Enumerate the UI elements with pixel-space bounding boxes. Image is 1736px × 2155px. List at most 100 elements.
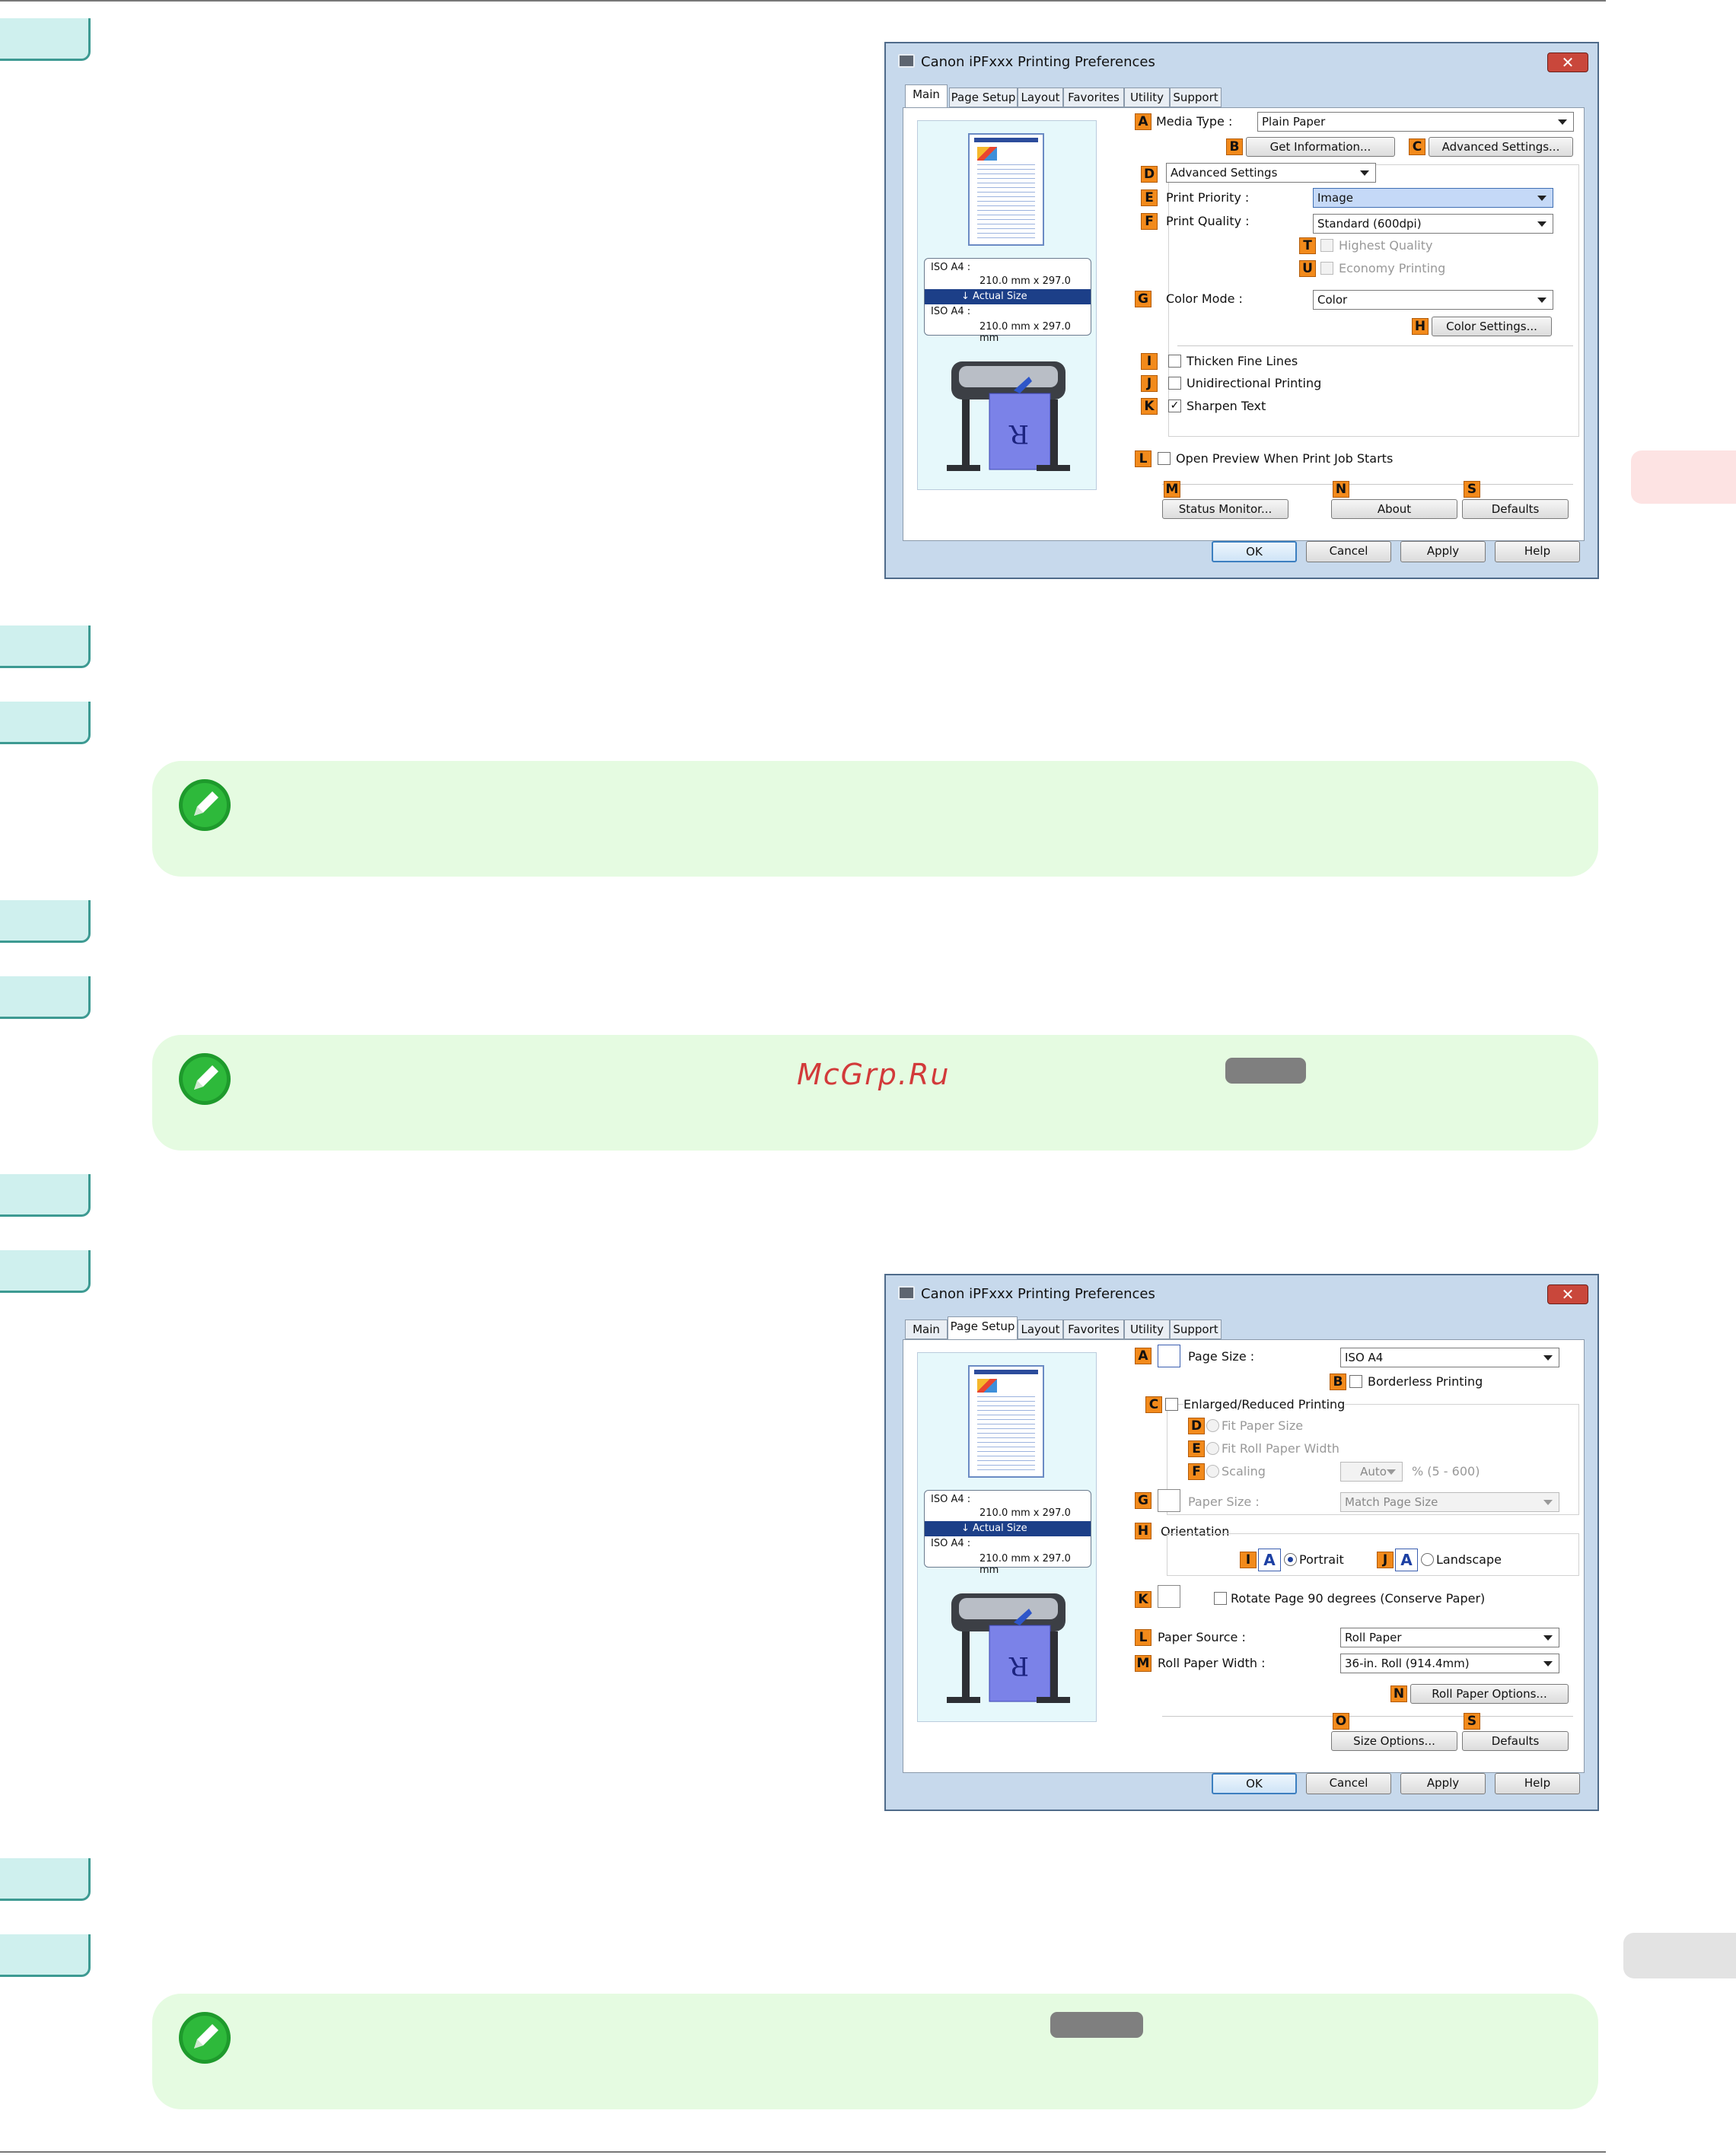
paper-size-select[interactable]: Match Page Size	[1340, 1492, 1559, 1512]
step-marker	[0, 976, 91, 1019]
orientation-label: Orientation	[1161, 1524, 1230, 1539]
pencil-note-icon	[179, 779, 231, 831]
get-information-button[interactable]: Get Information...	[1246, 137, 1395, 157]
tab-page-setup[interactable]: Page Setup	[948, 1316, 1018, 1340]
sharpen-text-checkbox[interactable]: ✓	[1168, 399, 1181, 412]
watermark: McGrp.Ru	[797, 1058, 951, 1091]
rotate-page-checkbox[interactable]	[1214, 1592, 1227, 1605]
print-priority-select[interactable]: Image	[1313, 188, 1553, 208]
tab-utility[interactable]: Utility	[1124, 1319, 1170, 1339]
landscape-label: Landscape	[1436, 1552, 1502, 1567]
page-size-icon	[1158, 1345, 1180, 1367]
scaling-spinner[interactable]: Auto	[1340, 1462, 1403, 1482]
color-settings-button[interactable]: Color Settings...	[1432, 317, 1552, 336]
callout-g: G	[1135, 291, 1151, 307]
help-button[interactable]: Help	[1495, 1773, 1580, 1794]
color-mode-select[interactable]: Color	[1313, 290, 1553, 310]
tab-layout[interactable]: Layout	[1018, 1319, 1063, 1339]
page-size-select[interactable]: ISO A4	[1340, 1348, 1559, 1367]
defaults-button[interactable]: Defaults	[1462, 499, 1569, 519]
size-info-box: ISO A4 : 210.0 mm x 297.0 mm ↓ Actual Si…	[924, 1490, 1091, 1576]
advanced-settings-button[interactable]: Advanced Settings...	[1429, 137, 1573, 157]
borderless-printing-checkbox[interactable]	[1349, 1375, 1362, 1388]
tab-page-setup[interactable]: Page Setup	[949, 88, 1018, 107]
defaults-button[interactable]: Defaults	[1462, 1731, 1569, 1751]
tab-main[interactable]: Main	[905, 1319, 948, 1339]
callout-u: U	[1299, 260, 1316, 277]
landscape-radio[interactable]	[1421, 1553, 1434, 1566]
note-box	[152, 761, 1598, 877]
ok-button[interactable]: OK	[1212, 1773, 1297, 1794]
separator	[1162, 484, 1573, 485]
tab-main[interactable]: Main	[905, 84, 948, 108]
roll-paper-options-button[interactable]: Roll Paper Options...	[1410, 1684, 1569, 1704]
tab-support[interactable]: Support	[1170, 1319, 1222, 1339]
media-type-select[interactable]: Plain Paper	[1257, 112, 1574, 132]
apply-button[interactable]: Apply	[1400, 1773, 1486, 1794]
thicken-fine-lines-checkbox[interactable]	[1168, 355, 1181, 368]
bottom-rule	[0, 2151, 1606, 2153]
actual-size-bar: ↓ Actual Size	[925, 1521, 1091, 1536]
open-preview-checkbox[interactable]	[1158, 452, 1171, 465]
enlarged-printing-checkbox[interactable]	[1165, 1398, 1178, 1411]
help-button[interactable]: Help	[1495, 541, 1580, 562]
color-mode-label: Color Mode :	[1166, 291, 1243, 306]
tab-layout[interactable]: Layout	[1018, 88, 1063, 107]
about-button[interactable]: About	[1331, 499, 1457, 519]
callout-h: H	[1412, 318, 1429, 335]
highest-quality-checkbox[interactable]	[1320, 239, 1333, 252]
step-marker	[0, 1174, 91, 1217]
callout-m: M	[1135, 1655, 1151, 1672]
paper-source-select[interactable]: Roll Paper	[1340, 1628, 1559, 1647]
svg-text:R: R	[1008, 1650, 1029, 1681]
cancel-button[interactable]: Cancel	[1306, 541, 1391, 562]
reference-pill	[1050, 2012, 1143, 2038]
fit-paper-size-radio[interactable]	[1206, 1419, 1219, 1432]
step-marker	[0, 702, 91, 744]
callout-f: F	[1141, 213, 1158, 230]
close-button[interactable]: ✕	[1547, 1284, 1588, 1304]
callout-d: D	[1141, 166, 1158, 183]
large-format-printer-icon: R	[947, 1593, 1070, 1703]
rotate-page-icon	[1158, 1585, 1180, 1608]
ok-button[interactable]: OK	[1212, 541, 1297, 562]
step-marker	[0, 625, 91, 668]
pencil-note-icon	[179, 2012, 231, 2064]
scaling-radio[interactable]	[1206, 1465, 1219, 1478]
tab-panel-main: ISO A4 : 210.0 mm x 297.0 mm ↓ Actual Si…	[903, 107, 1585, 541]
enlarged-printing-label: Enlarged/Reduced Printing	[1183, 1397, 1346, 1412]
economy-printing-checkbox[interactable]	[1320, 262, 1333, 275]
portrait-radio[interactable]	[1284, 1553, 1297, 1566]
callout-f: F	[1188, 1463, 1205, 1480]
apply-button[interactable]: Apply	[1400, 541, 1486, 562]
page-thumb-tab	[1623, 1933, 1736, 1978]
callout-g: G	[1135, 1492, 1151, 1509]
unidirectional-printing-checkbox[interactable]	[1168, 377, 1181, 390]
tab-utility[interactable]: Utility	[1124, 88, 1170, 107]
print-quality-select[interactable]: Standard (600dpi)	[1313, 214, 1553, 234]
roll-width-select[interactable]: 36-in. Roll (914.4mm)	[1340, 1654, 1559, 1673]
size-options-button[interactable]: Size Options...	[1331, 1731, 1457, 1751]
callout-t: T	[1299, 237, 1316, 254]
callout-i: I	[1240, 1552, 1257, 1568]
tab-support[interactable]: Support	[1170, 88, 1222, 107]
fit-roll-width-label: Fit Roll Paper Width	[1222, 1441, 1339, 1456]
callout-n: N	[1333, 481, 1349, 498]
tab-favorites[interactable]: Favorites	[1063, 1319, 1124, 1339]
borderless-printing-label: Borderless Printing	[1368, 1374, 1483, 1389]
step-marker	[0, 1934, 91, 1977]
mode-select[interactable]: Advanced Settings	[1166, 163, 1376, 183]
print-preview-panel: ISO A4 : 210.0 mm x 297.0 mm ↓ Actual Si…	[917, 1352, 1097, 1722]
cancel-button[interactable]: Cancel	[1306, 1773, 1391, 1794]
orientation-group	[1167, 1533, 1579, 1576]
callout-k: K	[1135, 1591, 1151, 1608]
print-quality-label: Print Quality :	[1166, 214, 1250, 228]
tab-favorites[interactable]: Favorites	[1063, 88, 1124, 107]
separator	[1177, 345, 1573, 346]
status-monitor-button[interactable]: Status Monitor...	[1162, 499, 1288, 519]
page-size-label: Page Size :	[1188, 1349, 1255, 1364]
highest-quality-label: Highest Quality	[1339, 238, 1433, 253]
rotate-page-label: Rotate Page 90 degrees (Conserve Paper)	[1231, 1591, 1486, 1606]
fit-roll-width-radio[interactable]	[1206, 1442, 1219, 1455]
close-button[interactable]: ✕	[1547, 53, 1588, 72]
